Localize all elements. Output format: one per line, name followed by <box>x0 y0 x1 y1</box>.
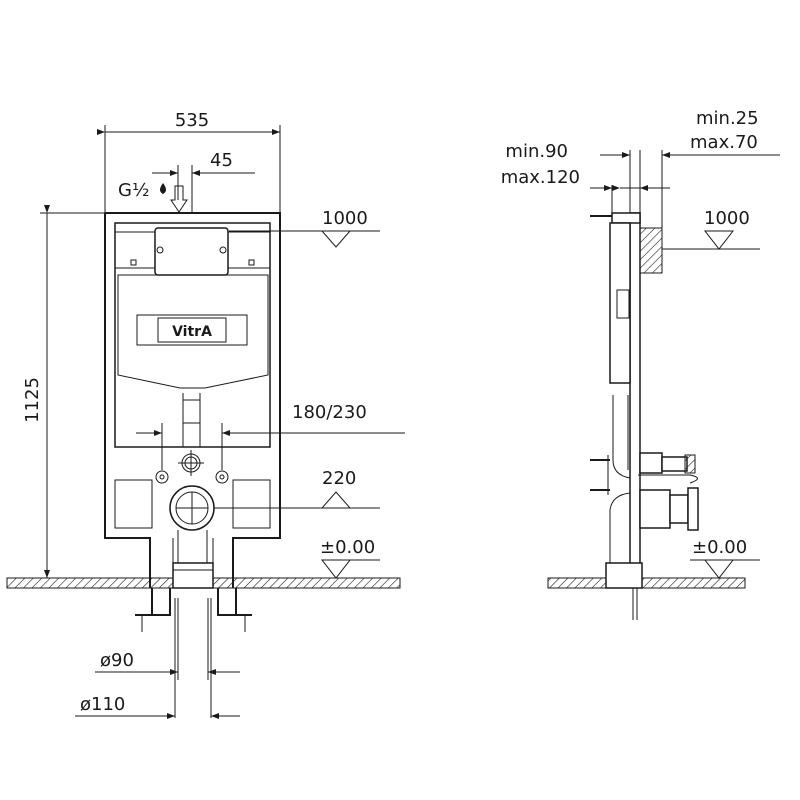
depth-min-label: min.90 <box>505 141 568 162</box>
frame-post <box>629 212 641 569</box>
side-level-1000-label: 1000 <box>704 208 750 229</box>
brand-logo: VitrA <box>172 324 212 340</box>
inlet-arrow-icon <box>170 185 188 213</box>
depth-max-label: max.120 <box>501 167 580 188</box>
level-marker-icon <box>703 230 735 250</box>
logo-box <box>136 314 248 346</box>
threaded-connector <box>639 227 663 274</box>
frame-outline <box>104 212 281 588</box>
level-1000-label: 1000 <box>322 208 368 229</box>
side-floor-level-label: ±0.00 <box>692 537 747 558</box>
cistern-tank <box>117 274 269 389</box>
bolt-spacing-dimension: 180/230 <box>292 402 367 423</box>
water-drop-icon <box>160 183 166 194</box>
side-view: min.90 max.120 min.25 max.70 1000 ±0.00 <box>501 108 780 620</box>
level-marker-icon <box>320 230 352 248</box>
offset-dimension: 45 <box>210 150 233 171</box>
level-marker-icon <box>320 559 352 579</box>
inlet-label: G½ <box>118 180 149 201</box>
wall-min-label: min.25 <box>696 108 759 129</box>
pipe-90-label: ø90 <box>100 650 134 671</box>
pipe-110-label: ø110 <box>80 694 125 715</box>
flush-plate <box>154 227 229 276</box>
level-marker-icon <box>703 559 735 579</box>
width-dimension: 535 <box>175 110 209 131</box>
floor-right <box>547 577 746 589</box>
wall-max-label: max.70 <box>690 132 758 153</box>
height-dimension: 1125 <box>22 377 43 423</box>
level-marker-icon <box>320 491 352 509</box>
front-view: VitrA 535 45 G½ <box>6 110 405 719</box>
outlet-height-label: 220 <box>322 468 356 489</box>
floor-level-label: ±0.00 <box>320 537 375 558</box>
